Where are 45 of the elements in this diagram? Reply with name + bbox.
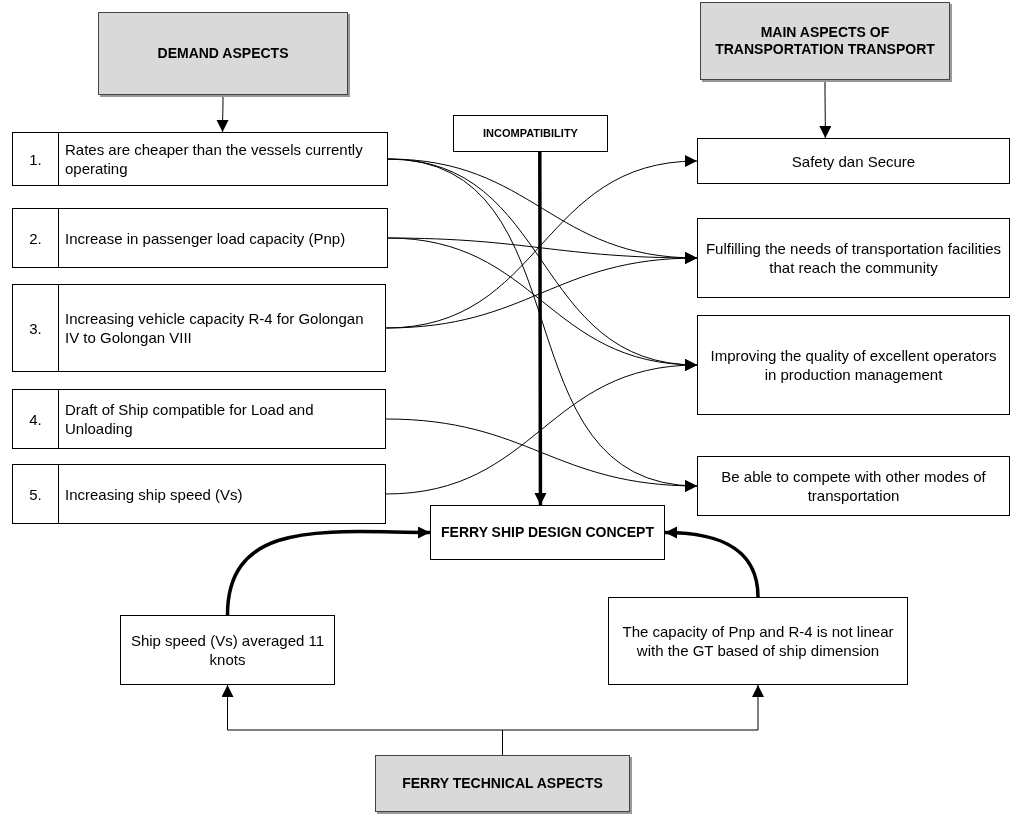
- process-box: [430, 505, 665, 560]
- arrow: [385, 418, 698, 492]
- box-text: INCOMPATIBILITY: [482, 126, 579, 141]
- arrow: [664, 526, 760, 598]
- arrow: [819, 79, 832, 139]
- box-text: FERRY SHIP DESIGN CONCEPT: [440, 523, 655, 542]
- item-text: Increasing ship speed (Vs): [64, 484, 244, 505]
- item-number: 2.: [13, 209, 59, 267]
- box-text: Ship speed (Vs) averaged 11 knots: [129, 631, 326, 670]
- item-number: 1.: [13, 133, 59, 185]
- item-number: 5.: [13, 465, 59, 523]
- process-box: [697, 138, 1010, 184]
- item-number: 4.: [13, 390, 59, 448]
- header-text: DEMAND ASPECTS: [156, 44, 290, 63]
- list-item-box: [12, 208, 388, 268]
- process-box: [697, 456, 1010, 516]
- box-text: Be able to compete with other modes of transportation: [720, 467, 987, 506]
- item-text: Draft of Ship compatible for Load and Unloading: [64, 400, 315, 439]
- item-text: Increasing vehicle capacity R-4 for Golongan IV to Golongan VIII: [64, 309, 365, 348]
- process-box: [453, 115, 608, 152]
- box-text: Improving the quality of excellent operators in production management: [709, 346, 998, 385]
- arrow: [216, 94, 229, 133]
- list-item-box: [12, 132, 388, 186]
- item-text: Rates are cheaper than the vessels currently operating: [64, 140, 364, 179]
- process-box: [697, 315, 1010, 415]
- item-number: 3.: [13, 285, 59, 371]
- arrow: [385, 359, 698, 495]
- header-box: [98, 12, 348, 95]
- header-text: MAIN ASPECTS OF TRANSPORTATION TRANSPORT: [714, 23, 936, 59]
- list-item-box: [12, 464, 386, 524]
- list-item-box: [12, 389, 386, 449]
- process-box: [120, 615, 335, 685]
- item-text: Increase in passenger load capacity (Pnp): [64, 228, 347, 249]
- box-text: Safety dan Secure: [790, 151, 917, 172]
- list-item-box: [12, 284, 386, 372]
- arrow: [225, 526, 430, 616]
- process-box: [697, 218, 1010, 298]
- header-text: FERRY TECHNICAL ASPECTS: [401, 774, 604, 793]
- header-box: [700, 2, 950, 80]
- box-text: Fulfilling the needs of transportation facilities that reach the community: [704, 239, 1003, 278]
- box-text: The capacity of Pnp and R-4 is not linear with the GT based of ship dimension: [621, 622, 895, 661]
- process-box: [608, 597, 908, 685]
- header-box: [375, 755, 630, 812]
- arrow: [385, 252, 698, 329]
- arrow: [534, 152, 547, 505]
